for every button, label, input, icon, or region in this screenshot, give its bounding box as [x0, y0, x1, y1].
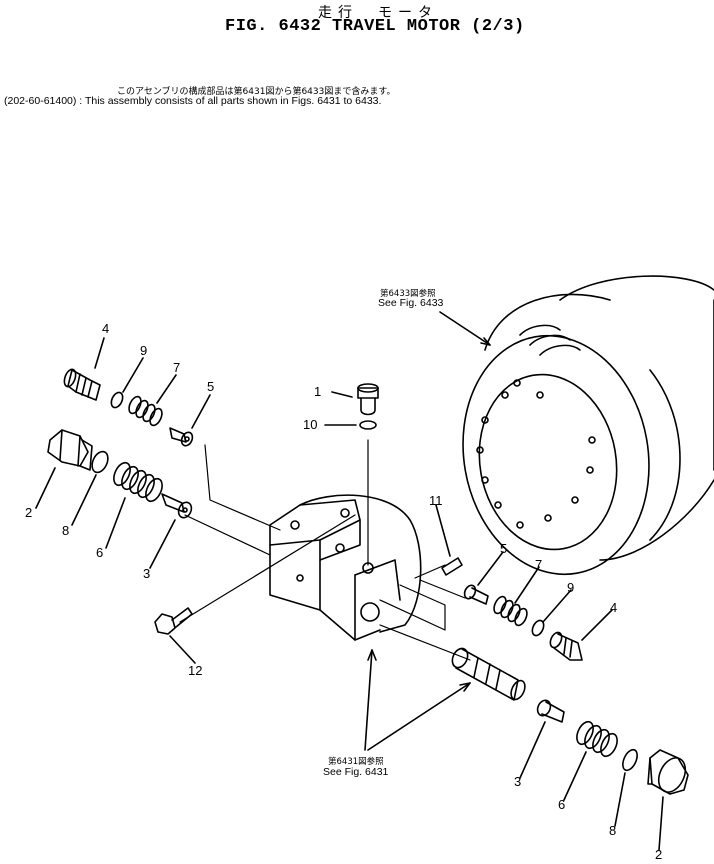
motor-case — [269, 494, 422, 641]
callout-number: 3 — [514, 774, 522, 789]
spring-part-7-upper — [128, 395, 163, 427]
callout-number: 11 — [429, 493, 443, 508]
leader-line — [514, 566, 540, 604]
leader-line — [614, 772, 626, 827]
leader-line — [658, 796, 664, 851]
leader-line — [331, 391, 353, 398]
leader-line — [71, 474, 97, 526]
callout-number: 7 — [535, 557, 543, 572]
leader-line — [156, 374, 177, 404]
leader-line — [169, 635, 196, 664]
leader-line — [105, 497, 126, 549]
title-japanese: 走行 モータ — [318, 5, 438, 21]
leader-arrowhead — [367, 649, 377, 661]
leader-line — [477, 551, 504, 586]
callout-number: 5 — [207, 379, 215, 394]
assembly-centerline — [204, 444, 281, 531]
leader-line — [367, 682, 471, 751]
callout-number: 6 — [558, 797, 566, 812]
reference-6431-japanese: 第6431図参照 — [328, 757, 384, 767]
callout-number: 10 — [303, 417, 318, 432]
leader-line — [149, 519, 176, 569]
assembly-centerline — [414, 564, 446, 579]
o-ring-part-9-right — [531, 619, 545, 637]
o-ring-part-8-right — [622, 748, 638, 772]
plug-part-2-left — [47, 429, 93, 471]
leader-line — [439, 311, 491, 346]
plug-part-2-right — [647, 749, 689, 795]
leader-line — [191, 394, 211, 429]
plug-part-4-right — [549, 631, 583, 661]
bolt-part-12 — [154, 607, 193, 635]
leader-line — [122, 357, 144, 393]
assembly-centerline — [184, 514, 271, 556]
plug-part-1 — [357, 383, 379, 416]
spring-part-6-left — [113, 461, 163, 503]
leader-line — [519, 721, 546, 779]
leader-line — [563, 751, 587, 801]
assembly-centerline — [419, 579, 466, 599]
final-drive-housing — [462, 275, 714, 576]
o-ring-part-10 — [359, 420, 377, 430]
callout-number: 9 — [567, 580, 575, 595]
spool — [451, 647, 526, 701]
callout-number: 2 — [25, 505, 33, 520]
spring-part-6-right — [576, 720, 618, 758]
valve-part-3-right — [536, 699, 565, 723]
callout-number: 8 — [609, 823, 617, 838]
assembly-centerline — [379, 584, 446, 631]
o-ring-part-9-upper — [110, 391, 124, 409]
reference-6433: See Fig. 6433 — [378, 297, 444, 309]
assembly-note-japanese: このアセンブリの構成部品は第6431図から第6433図まで含みます。 — [117, 87, 396, 97]
leader-line — [35, 467, 56, 509]
leader-line — [364, 649, 373, 751]
valve-part-3-left — [161, 493, 193, 519]
leader-arrowhead — [459, 682, 471, 692]
spring-part-7-right — [493, 595, 528, 627]
poppet-part-5-right — [463, 584, 489, 605]
callout-number: 2 — [655, 847, 663, 862]
callout-number: 5 — [500, 541, 508, 556]
pin-part-11 — [441, 557, 463, 576]
o-ring-part-8-left — [91, 450, 109, 474]
leader-line — [435, 504, 451, 557]
leader-line — [542, 589, 572, 623]
callout-number: 4 — [102, 321, 110, 336]
poppet-part-5-upper — [169, 427, 194, 447]
callout-number: 7 — [173, 360, 181, 375]
callout-number: 3 — [143, 566, 151, 581]
callout-number: 1 — [314, 384, 322, 399]
callout-number: 12 — [188, 663, 203, 678]
callout-number: 6 — [96, 545, 104, 560]
assembly-note: (202-60-61400) : This assembly consists … — [4, 95, 382, 107]
assembly-centerline — [379, 624, 471, 661]
callout-number: 4 — [610, 600, 618, 615]
reference-6433-japanese: 第6433図参照 — [380, 289, 436, 299]
leader-line — [581, 609, 613, 641]
leader-line — [94, 337, 105, 369]
leader-arrowhead — [480, 337, 491, 346]
reference-6431: See Fig. 6431 — [323, 766, 389, 778]
assembly-centerline — [179, 514, 356, 623]
callout-number: 8 — [62, 523, 70, 538]
callout-number: 9 — [140, 343, 148, 358]
plug-part-4-upper — [63, 368, 101, 401]
figure-title: FIG. 6432 TRAVEL MOTOR (2/3) — [225, 17, 525, 36]
